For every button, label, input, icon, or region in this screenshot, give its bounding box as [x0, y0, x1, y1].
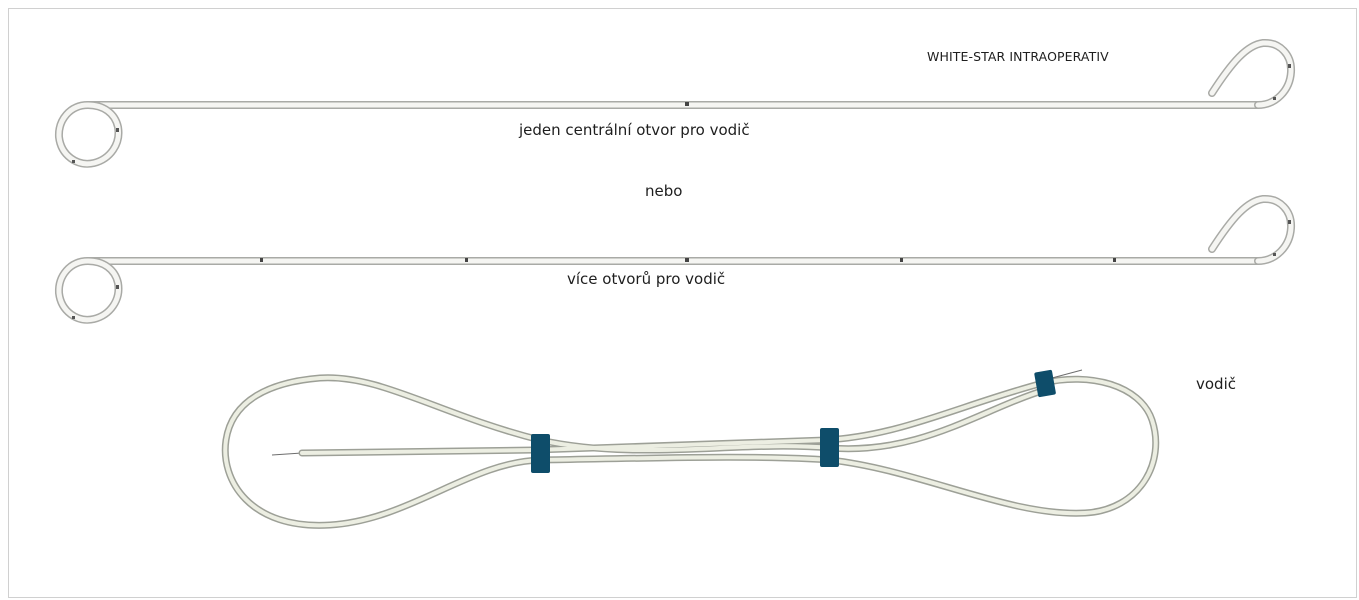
guidewire-coil — [221, 369, 1160, 529]
stent-multi-hole — [54, 195, 1296, 324]
hole-mark — [72, 316, 75, 319]
figure-frame — [8, 8, 1357, 598]
guidewire-loop — [221, 374, 1160, 529]
hole-mark — [465, 258, 468, 262]
hole-mark — [260, 258, 263, 262]
clip-sleeve-right — [1034, 369, 1056, 398]
hole-mark — [1288, 64, 1291, 68]
hole-mark — [685, 258, 689, 262]
guidewire-tip-right — [1051, 369, 1083, 379]
hole-mark — [116, 285, 119, 289]
hole-mark — [1273, 97, 1276, 100]
clip-sleeve-middle — [820, 428, 839, 467]
stent-single-pigtail-right — [1208, 39, 1296, 109]
caption-separator: nebo — [645, 182, 683, 200]
product-name: WHITE-STAR INTRAOPERATIV — [927, 49, 1109, 64]
stent-single-pigtail-left — [54, 101, 123, 168]
guidewire-label: vodič — [1196, 375, 1236, 393]
guidewire-tip-left — [271, 452, 303, 456]
hole-mark — [1113, 258, 1116, 262]
central-hole-mark — [685, 102, 689, 106]
clip-sleeve-left — [531, 434, 550, 473]
hole-mark — [900, 258, 903, 262]
hole-mark — [116, 128, 119, 132]
hole-mark — [72, 160, 75, 163]
caption-single-hole: jeden centrální otvor pro vodič — [519, 121, 750, 139]
stent-single-hole — [54, 39, 1296, 168]
stent-multi-pigtail-left — [54, 257, 123, 324]
hole-mark — [1288, 220, 1291, 224]
hole-mark — [1273, 253, 1276, 256]
caption-multi-hole: více otvorů pro vodič — [567, 270, 726, 288]
stent-multi-pigtail-right — [1208, 195, 1296, 265]
